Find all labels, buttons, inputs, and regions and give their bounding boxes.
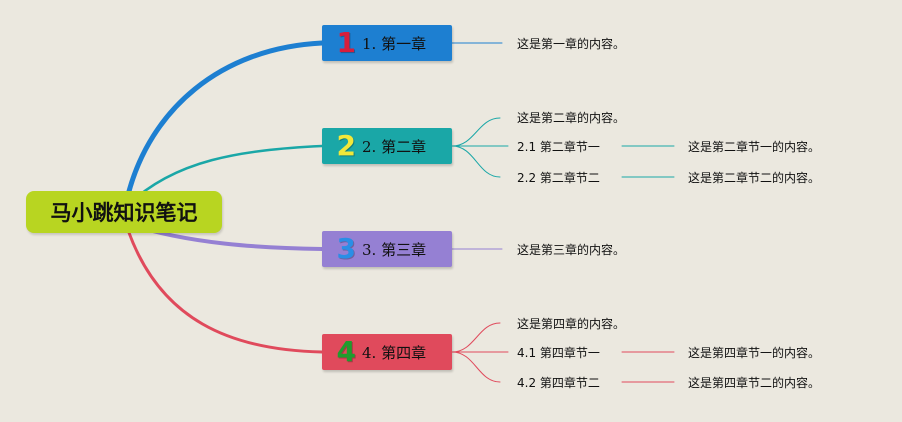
connector-chapter-4-content — [451, 322, 501, 353]
chapter-1-label: 1. 第一章 — [362, 34, 427, 53]
chapter-3-label: 3. 第三章 — [362, 240, 427, 259]
chapter-2-number-icon: 2 — [336, 129, 356, 162]
section-4-1-content[interactable]: 这是第四章节一的内容。 — [688, 346, 821, 360]
section-2-1-topic[interactable]: 2.1 第二章节一 — [517, 140, 600, 154]
chapter-4-label: 4. 第四章 — [362, 343, 427, 362]
chapter-2-topic[interactable]: 2 2. 第二章 — [322, 128, 452, 164]
connector-root-chapter-4 — [126, 228, 324, 354]
chapter-4-content[interactable]: 这是第四章的内容。 — [517, 317, 626, 331]
connector-chapter-4-section-2 — [451, 351, 501, 383]
chapter-1-topic[interactable]: 1 1. 第一章 — [322, 25, 452, 61]
section-4-1-topic[interactable]: 4.1 第四章节一 — [517, 346, 600, 360]
chapter-3-number-icon: 3 — [336, 232, 356, 265]
section-2-2-content[interactable]: 这是第二章节二的内容。 — [688, 171, 821, 185]
connector-root-chapter-2 — [126, 144, 324, 207]
chapter-3-topic[interactable]: 3 3. 第三章 — [322, 231, 452, 267]
chapter-1-content[interactable]: 这是第一章的内容。 — [517, 37, 626, 51]
section-2-1-content[interactable]: 这是第二章节一的内容。 — [688, 140, 821, 154]
connector-chapter-2-section-2 — [451, 145, 501, 178]
chapter-2-content[interactable]: 这是第二章的内容。 — [517, 111, 626, 125]
section-2-2-topic[interactable]: 2.2 第二章节二 — [517, 171, 600, 185]
chapter-4-number-icon: 4 — [336, 335, 356, 368]
chapter-2-label: 2. 第二章 — [362, 137, 427, 156]
section-4-2-topic[interactable]: 4.2 第四章节二 — [517, 376, 600, 390]
root-topic[interactable]: 马小跳知识笔记 — [26, 191, 222, 233]
chapter-3-content[interactable]: 这是第三章的内容。 — [517, 243, 626, 257]
chapter-4-topic[interactable]: 4 4. 第四章 — [322, 334, 452, 370]
connector-chapter-2-content — [451, 117, 501, 147]
chapter-1-number-icon: 1 — [336, 26, 356, 59]
connector-root-chapter-1 — [125, 40, 325, 198]
section-4-2-content[interactable]: 这是第四章节二的内容。 — [688, 376, 821, 390]
root-topic-label: 马小跳知识笔记 — [50, 201, 198, 225]
